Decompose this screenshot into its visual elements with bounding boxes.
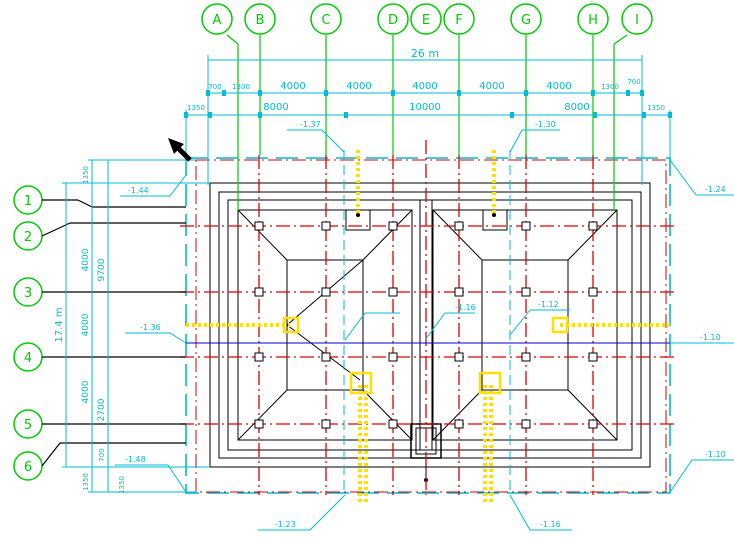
elev-5: -1.36: [140, 323, 161, 332]
left-dimension-lines: [62, 159, 210, 493]
dim-left1-3: 4000: [81, 380, 91, 403]
arrow-icon: [168, 138, 192, 162]
dim-top1-4: 4000: [412, 81, 437, 92]
dim-left2-1: 2700: [97, 398, 107, 421]
axis-label-H: H: [588, 13, 598, 28]
top-dimension-lines: [185, 55, 671, 185]
overall-height: 17.4 m: [54, 307, 65, 342]
red-column-lines: [258, 140, 594, 495]
overall-width: 26 m: [411, 47, 439, 60]
axis-label-5: 5: [24, 418, 32, 433]
elev-9: -1.48: [125, 455, 146, 464]
elev-12: -1.16: [540, 520, 561, 529]
elev-1: -1.37: [300, 120, 321, 129]
columns: [254, 221, 598, 429]
dim-top1-0: 700: [208, 83, 221, 91]
top-dimension-ticks: [184, 90, 672, 118]
dim-left2-0: 9700: [97, 258, 107, 281]
dim-top2-4: 1350: [647, 104, 665, 112]
axis-label-D: D: [388, 13, 398, 28]
axis-label-4: 4: [24, 351, 32, 366]
elev-8: -1.16: [455, 303, 476, 312]
dim-top1-2: 4000: [280, 81, 305, 92]
dim-left1-0: 1350: [82, 166, 90, 184]
axis-label-1: 1: [24, 194, 32, 209]
dim-left2-2: 700: [98, 448, 106, 461]
axis-lines-green: [226, 34, 628, 210]
dim-left1-2: 4000: [81, 313, 91, 336]
dim-top2-1: 8000: [263, 102, 288, 113]
dim-top1-3: 4000: [346, 81, 371, 92]
axis-label-F: F: [455, 13, 462, 28]
dim-left-small: 1350: [118, 476, 126, 494]
dim-top2-3: 8000: [564, 102, 589, 113]
row-axis-bubbles: [13, 185, 43, 481]
elev-11: -1.23: [275, 520, 296, 529]
axis-label-6: 6: [24, 460, 32, 475]
red-outline: [195, 159, 667, 493]
yellow-pump-boxes: [282, 316, 569, 395]
elev-4: -1.24: [705, 185, 726, 194]
elev-2: -1.30: [535, 120, 556, 129]
dim-top2-2: 10000: [409, 102, 441, 113]
axis-label-E: E: [422, 13, 430, 28]
axis-label-G: G: [521, 13, 531, 28]
dim-top1-8: 700: [627, 78, 640, 86]
right-pit: [432, 209, 618, 441]
dim-top1-1: 1300: [232, 83, 250, 91]
elevation-leaders: [115, 129, 734, 531]
axis-label-3: 3: [24, 286, 32, 301]
axis-label-A: A: [213, 13, 222, 28]
dim-top1-5: 4000: [479, 81, 504, 92]
dim-top1-7: 1300: [601, 83, 619, 91]
elev-7: -1.12: [538, 300, 559, 309]
dim-left1-1: 4000: [81, 248, 91, 271]
elev-10: -1.10: [705, 450, 726, 459]
column-axis-bubbles: [201, 3, 653, 35]
axis-label-2: 2: [24, 230, 32, 245]
dim-top1-6: 4000: [546, 81, 571, 92]
axis-label-C: C: [321, 13, 330, 28]
elev-6: -1.10: [700, 333, 721, 342]
dim-top2-0: 1350: [187, 104, 205, 112]
elev-3: -1.44: [128, 186, 149, 195]
axis-label-I: I: [635, 13, 639, 28]
axis-label-B: B: [256, 13, 265, 28]
yellow-pipes: [186, 150, 670, 505]
dim-left1-4: 1350: [82, 473, 90, 491]
cyan-dashed-lines: [343, 150, 511, 495]
